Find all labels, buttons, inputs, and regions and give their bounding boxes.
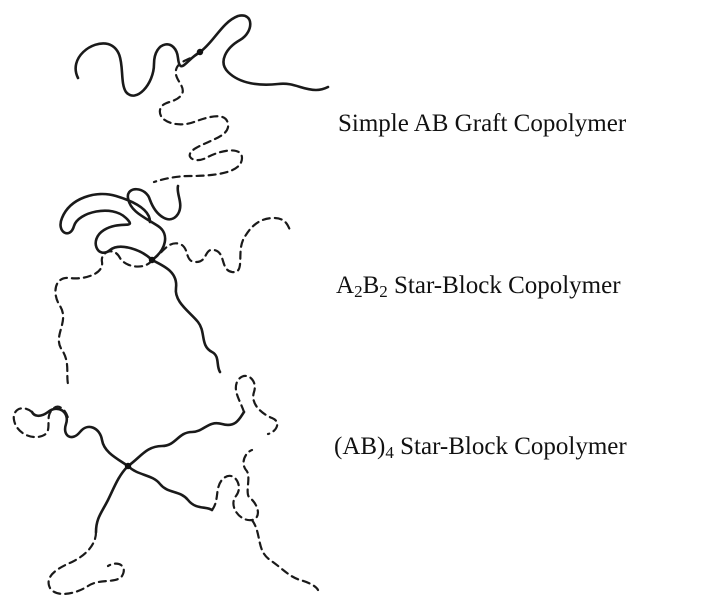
ab4-arm-a2 xyxy=(126,410,246,468)
label-subscript: 4 xyxy=(385,443,394,462)
star-a2b2-drawing xyxy=(54,184,292,386)
ab4-arm-b3 xyxy=(210,448,259,522)
label-subscript: 2 xyxy=(379,282,388,301)
ab4-arm-b-extra xyxy=(250,518,320,592)
ab4-arm-a4 xyxy=(94,464,130,534)
a2b2-arm-a1 xyxy=(59,192,154,262)
ab4-arm-a1 xyxy=(30,407,130,468)
a2b2-arm-a2 xyxy=(126,184,182,262)
graft-branch-chain xyxy=(152,50,244,184)
label-text: Star-Block Copolymer xyxy=(387,272,621,299)
ab4-arm-b4 xyxy=(47,530,125,595)
ab4-star-block-label: (AB)4 Star-Block Copolymer xyxy=(334,433,627,461)
a2b2-arm-b-dashed-2 xyxy=(150,216,292,274)
star-ab4-drawing xyxy=(12,374,320,595)
label-text: A xyxy=(336,272,355,299)
graft-copolymer-label: Simple AB Graft Copolymer xyxy=(338,110,626,138)
label-text: Star-Block Copolymer xyxy=(393,433,627,460)
label-text: (AB) xyxy=(334,433,386,460)
ab4-junction-node xyxy=(124,462,132,470)
graft-copolymer-drawing xyxy=(74,14,330,184)
a2b2-arm-b-dashed-1 xyxy=(54,250,154,386)
label-subscript: 2 xyxy=(354,282,363,301)
label-text: Simple AB Graft Copolymer xyxy=(338,110,627,137)
a2b2-star-block-label: A2B2 Star-Block Copolymer xyxy=(336,272,621,300)
graft-backbone-chain xyxy=(74,14,330,97)
a2b2-arm-b1 xyxy=(150,258,222,374)
ab4-arm-b2 xyxy=(234,374,279,436)
ab4-arm-b1 xyxy=(12,405,70,439)
label-text: B xyxy=(362,272,380,299)
ab4-arm-a3 xyxy=(126,464,214,512)
a2b2-junction-node xyxy=(148,256,156,264)
graft-junction-node xyxy=(196,48,204,56)
